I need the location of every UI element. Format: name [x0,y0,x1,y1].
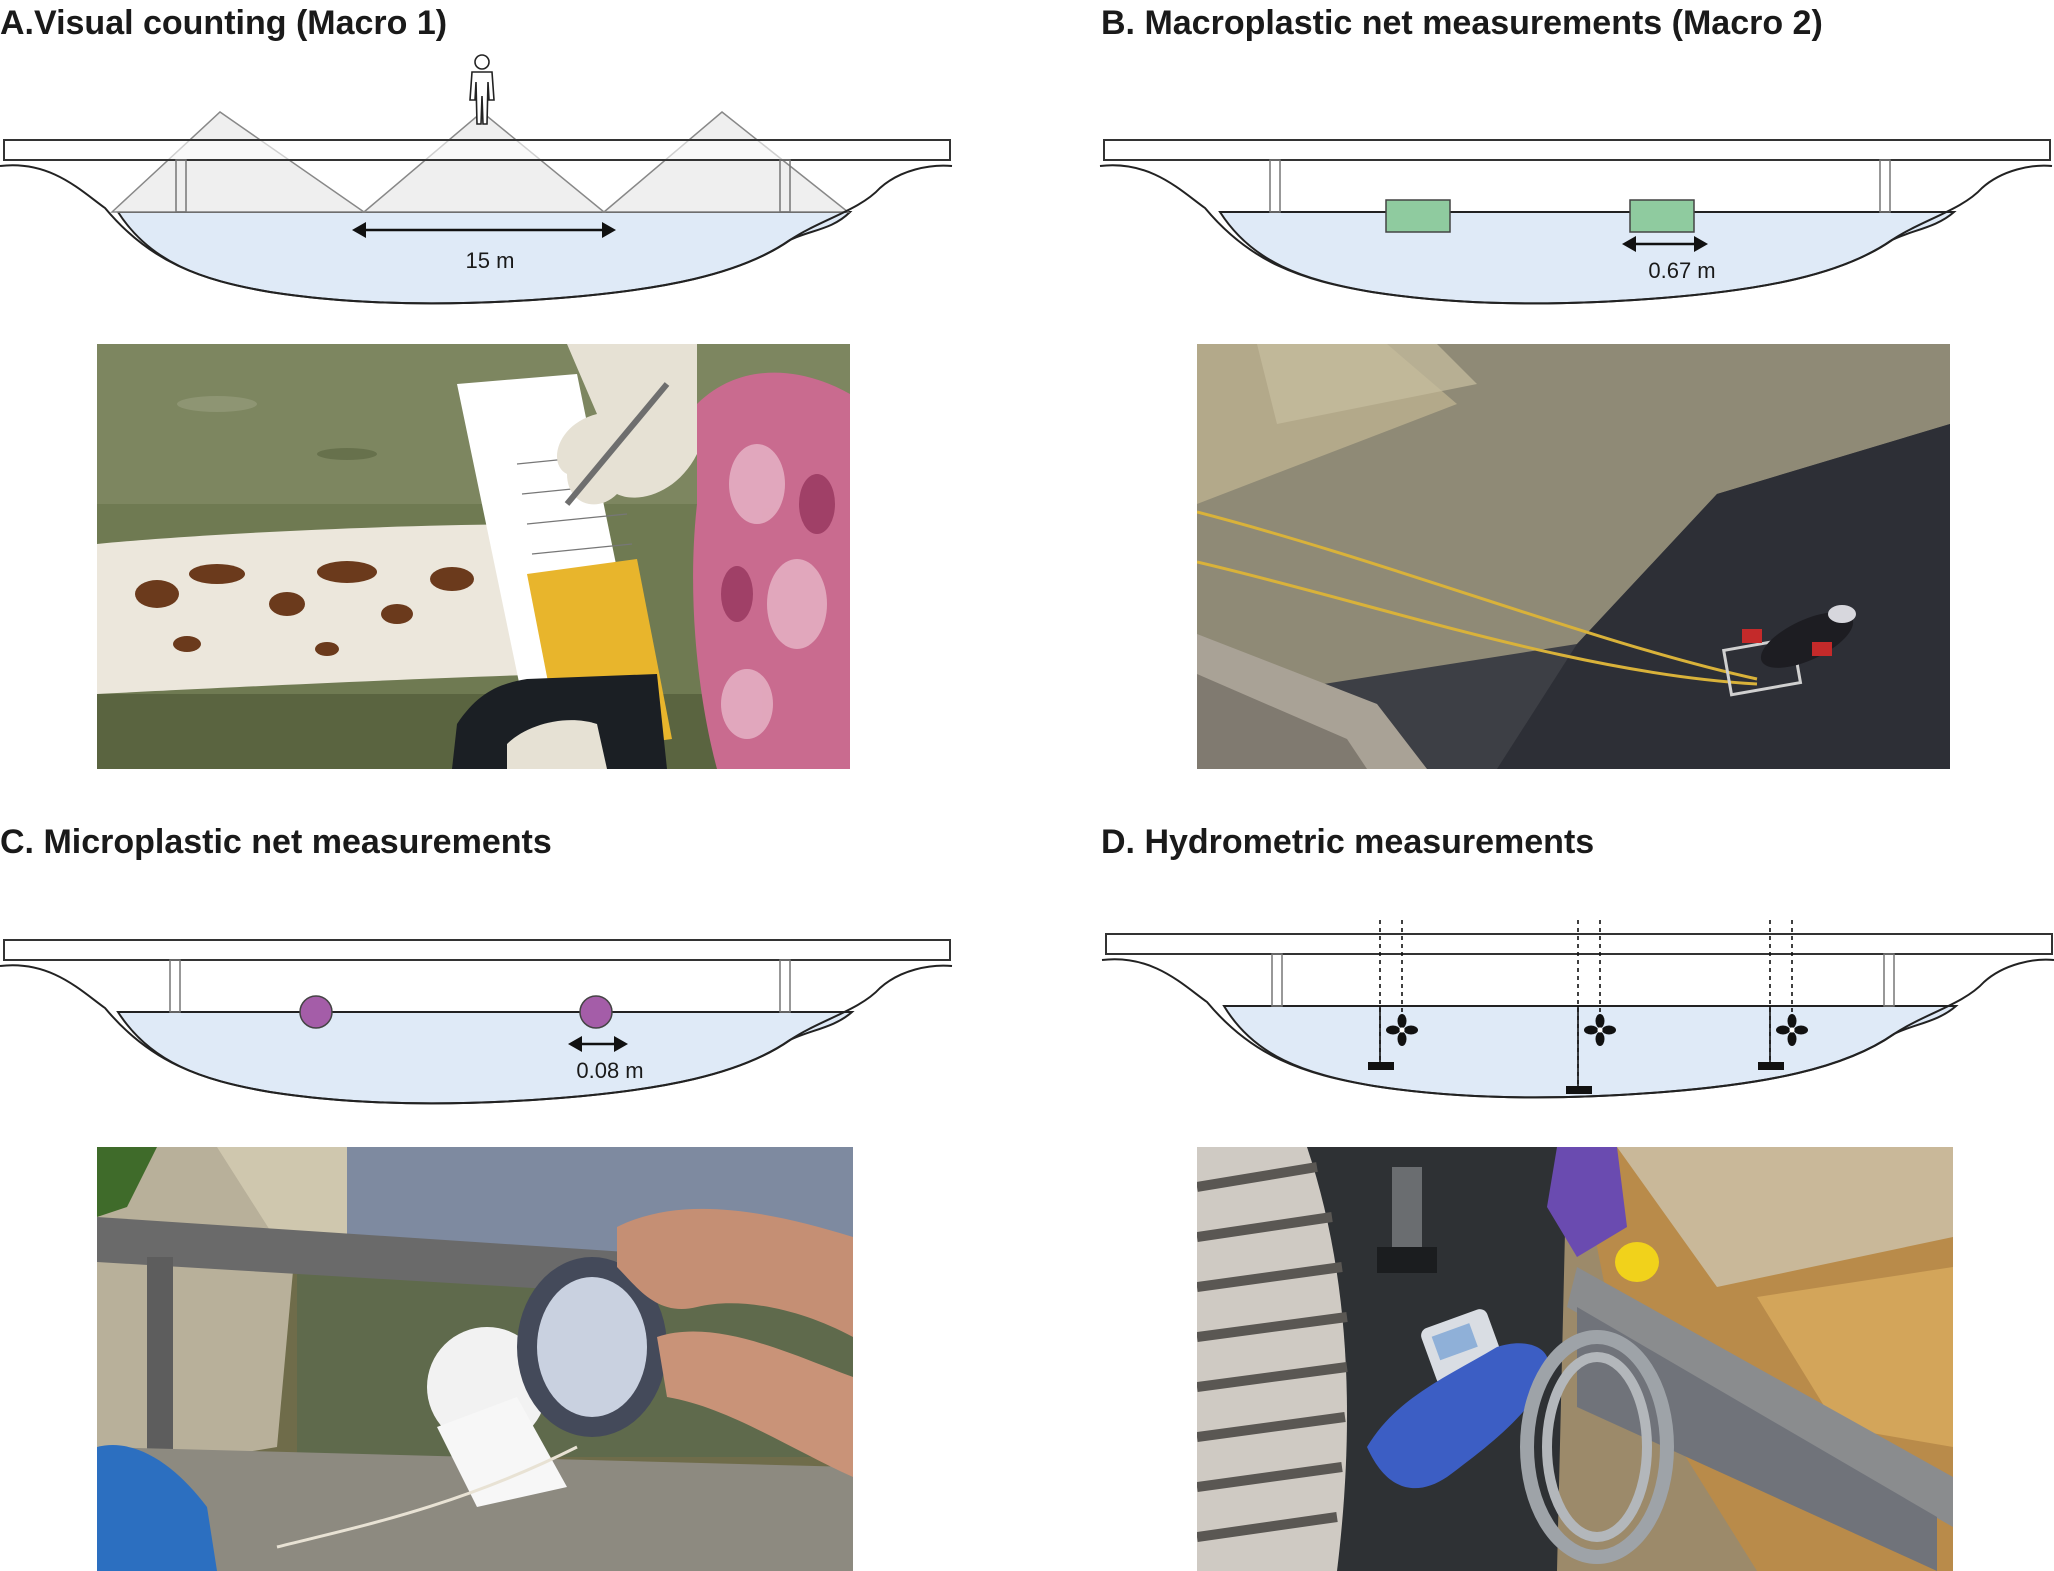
panel-d-diagram [1101,920,2054,1099]
hydrometric-station-1 [1368,920,1418,1070]
bridge-deck [3,939,951,961]
hydrometric-station-2 [1566,920,1616,1094]
bridge-pier-left [175,159,187,213]
panel-b-diagram: 0.67 m [1099,139,2053,305]
pressure-sensor-icon [1758,1062,1784,1070]
photo-hydrometric-measurements [1197,1147,1953,1571]
microplastic-net-right [579,995,613,1029]
bridge-pier-right [779,959,791,1013]
bridge-pier-left [1269,159,1281,213]
distance-label: 15 m [466,248,515,273]
bridge-pier-right [1879,159,1891,213]
bridge-deck [1103,139,2051,161]
distance-arrow [1622,236,1708,252]
panel-c-diagram: 0.08 m [0,939,953,1105]
microplastic-net-left [299,995,333,1029]
panel-a-diagram: 15 m [0,54,953,305]
macroplastic-net-right [1629,199,1695,233]
distance-label: 0.67 m [1648,258,1715,283]
distance-arrow [568,1036,628,1052]
pressure-sensor-icon [1368,1062,1394,1070]
propeller-icon [1386,1014,1418,1046]
view-cone-right [601,111,851,213]
propeller-icon [1776,1014,1808,1046]
bridge-pier-right [779,159,791,213]
observer-view-cones [110,111,851,213]
bridge-deck [1105,933,2053,955]
distance-arrow [352,222,616,238]
person-icon [469,54,495,125]
river-water [1222,1005,1959,1099]
view-cone-center [361,111,607,213]
river-water [116,1011,855,1105]
photo-macroplastic-net [1197,344,1950,769]
panel-b-title: B. Macroplastic net measurements (Macro … [1101,4,1823,42]
photo-microplastic-net [97,1147,853,1571]
river-bank [1101,958,2054,1099]
river-bank [0,964,953,1105]
river-bank [1099,164,2053,305]
bridge-deck [3,139,951,161]
panel-c-title: C. Microplastic net measurements [0,823,552,861]
bridge-pier-left [1271,953,1283,1007]
hydrometric-station-3 [1758,920,1808,1070]
bridge-pier-left [169,959,181,1013]
pressure-sensor-icon [1566,1086,1592,1094]
river-bank [0,164,953,305]
view-cone-left [110,111,367,213]
panel-a-title: A.Visual counting (Macro 1) [0,4,448,42]
propeller-icon [1584,1014,1616,1046]
river-water [1218,211,1957,305]
panel-d-title: D. Hydrometric measurements [1101,823,1595,861]
photo-visual-counting [97,344,850,769]
distance-label: 0.08 m [576,1058,643,1083]
macroplastic-net-left [1385,199,1451,233]
bridge-pier-right [1883,953,1895,1007]
